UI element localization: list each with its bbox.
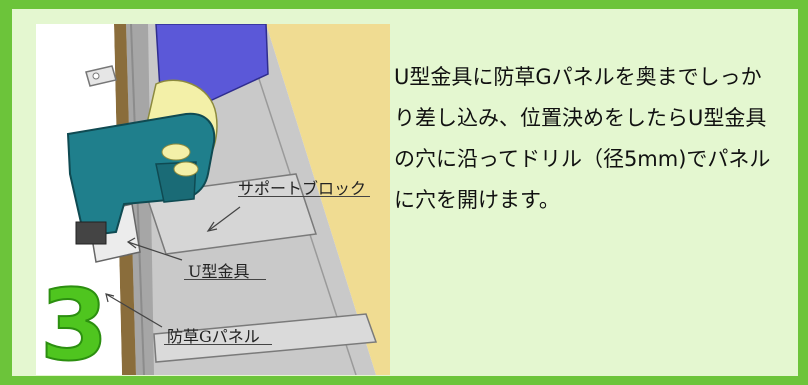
label-underline [184, 279, 266, 280]
label-underline [164, 344, 272, 345]
label-u-bracket: U型金具 [188, 262, 250, 281]
drill-illustration-graphic [36, 24, 390, 375]
label-underline [238, 196, 370, 197]
instruction-text: U型金具に防草Gパネルを奥までしっかり差し込み、位置決めをしたらU型金具の穴に沿… [394, 65, 771, 212]
label-grass-panel: 防草Gパネル [167, 327, 260, 346]
label-support-block: サポートブロック [238, 179, 367, 198]
step-number: 3 [39, 269, 109, 383]
step-illustration: サポートブロック U型金具 防草Gパネル [36, 24, 390, 375]
step-panel: サポートブロック U型金具 防草Gパネル 3 U型金具に防草Gパネルを奥までしっ… [12, 9, 798, 376]
